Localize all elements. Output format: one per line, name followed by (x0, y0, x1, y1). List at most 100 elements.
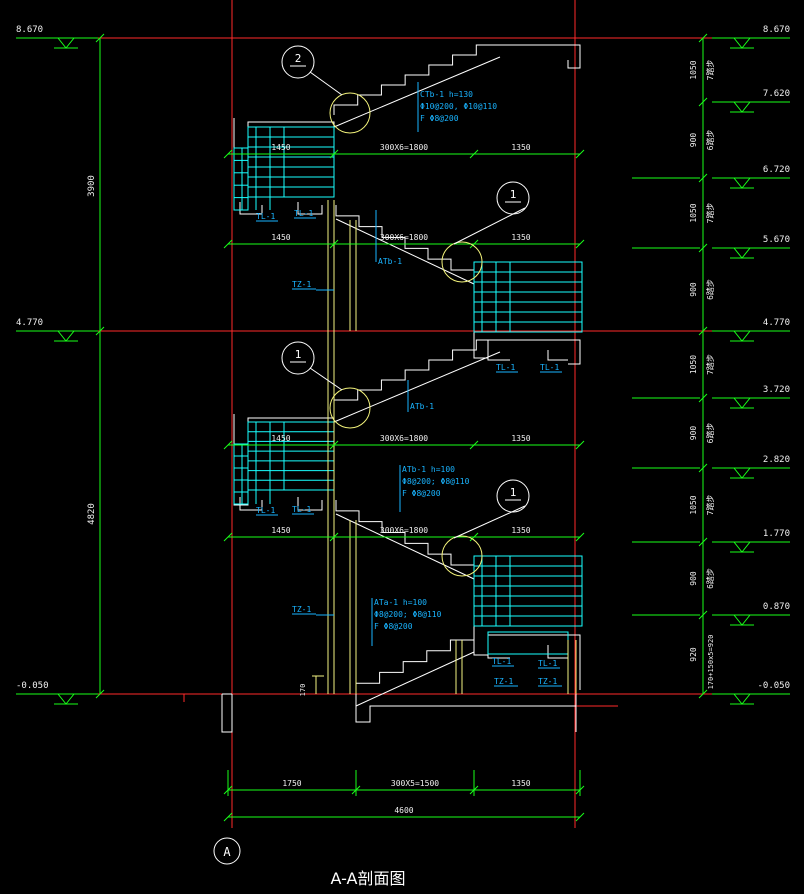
dim-row1-tick (575, 149, 585, 159)
dim-row1-b: 300X6=1800 (380, 143, 428, 152)
callout-1b-leader (309, 367, 343, 391)
step-count: 6踏步 (705, 130, 715, 151)
callout-1a-detail (441, 241, 483, 283)
elevation-left-text: 4.770 (16, 318, 43, 328)
elevation-right-text: 4.770 (763, 318, 790, 328)
note-atb1-upper: ATb-1 (378, 257, 402, 266)
dim-tick (698, 173, 708, 183)
elevation-left-triangle (56, 37, 76, 49)
callout-2-leader (309, 71, 343, 96)
step-count: 6踏步 (705, 423, 715, 444)
landing-right-upper (473, 300, 581, 365)
label-tz-1: TZ-1 (292, 280, 311, 289)
dim-row3-a: 1450 (271, 434, 290, 443)
dim-bottom-c: 1350 (511, 779, 530, 788)
label-tz-1: TZ-1 (292, 605, 311, 614)
beam-tl-1b (297, 202, 323, 215)
note-atb1-lower-line-1: Φ8@200; Φ8@110 (402, 477, 470, 486)
dim-tick (698, 537, 708, 547)
beam-tl-1e (487, 350, 510, 361)
dim-tick (698, 326, 708, 336)
dim-row3-c: 1350 (511, 434, 530, 443)
note-ata1-line-0: ATa-1 h=100 (374, 598, 427, 607)
dim-row1-a: 1450 (271, 143, 290, 152)
dim-row3-tick (469, 440, 479, 450)
elevation-left-triangle (56, 693, 76, 705)
dim-right-bottom: 170+150x5=920 (707, 635, 715, 690)
elevation-right-triangle (732, 177, 752, 189)
dim-right-seg: 1050 (689, 495, 698, 514)
step-count: 7踏步 (705, 495, 715, 516)
dim-row1-tick (223, 149, 233, 159)
note-ata1-line-1: Φ8@200; Φ8@110 (374, 610, 442, 619)
flight-lower-2 (333, 339, 500, 410)
step-count: 7踏步 (705, 203, 715, 224)
dim-tick (698, 97, 708, 107)
label-tz-1: TZ-1 (494, 677, 513, 686)
elevation-right-text: 6.720 (763, 165, 790, 175)
label-tl-1: TL-1 (256, 506, 275, 515)
dim-tick (575, 812, 585, 822)
elevation-right-text: 7.620 (763, 89, 790, 99)
callout-1c-ref-text: 1 (510, 486, 517, 499)
flight-lower-1-soffit (335, 513, 475, 580)
elevation-right-triangle (732, 101, 752, 113)
dim-tick (698, 689, 708, 699)
label-tl-1: TL-1 (294, 209, 313, 218)
callout-2-ref (281, 45, 315, 79)
dim-tick (698, 463, 708, 473)
flight-lower-2-soffit (333, 351, 501, 423)
tread-hatch-1b-box (233, 147, 249, 211)
callout-1a-leader (453, 207, 526, 245)
dim-170: 170 (299, 684, 307, 697)
dim-row4-tick (575, 532, 585, 542)
elevation-right-triangle (732, 330, 752, 342)
dim-right-seg: 1050 (689, 203, 698, 222)
step-count: 7踏步 (705, 354, 715, 375)
dim-row3-b: 300X6=1800 (380, 434, 428, 443)
dim-row1-tick (469, 149, 479, 159)
dim-row2-tick (469, 239, 479, 249)
dim-bottom-a: 1750 (282, 779, 301, 788)
elevation-right-triangle (732, 693, 752, 705)
label-tl-1: TL-1 (540, 363, 559, 372)
axis-bubble (213, 837, 241, 865)
dim-row4-c: 1350 (511, 526, 530, 535)
callout-2-detail (329, 92, 371, 134)
elevation-right-text: 0.870 (763, 602, 790, 612)
callout-1a-ref-text: 1 (510, 188, 517, 201)
callout-2-ref-text: 2 (295, 52, 302, 65)
elevation-right-triangle (732, 614, 752, 626)
dim-row2-c: 1350 (511, 233, 530, 242)
flight-upper-1-soffit (335, 218, 475, 285)
dim-row4-tick (469, 532, 479, 542)
callout-1b-ref (281, 341, 315, 375)
drawing-labels: 8.6704.770-0.0508.6707.6206.7205.6704.77… (16, 25, 790, 888)
dim-row3-tick (223, 440, 233, 450)
beam-tl-1d (297, 497, 323, 511)
label-tl-1: TL-1 (538, 659, 557, 668)
tread-hatch-4-box (473, 555, 583, 627)
elevation-right-text: 8.670 (763, 25, 790, 35)
dim-tick (95, 33, 105, 43)
foundation-left (221, 694, 233, 733)
dim-left-3900: 3900 (87, 175, 97, 197)
dim-right-seg: 900 (689, 426, 698, 441)
note-ctb1-line-0: CTb-1 h=130 (420, 90, 473, 99)
note-atb1-mid: ATb-1 (410, 402, 434, 411)
elevation-right-triangle (732, 37, 752, 49)
label-tl-1: TL-1 (496, 363, 515, 372)
dim-row4-a: 1450 (271, 526, 290, 535)
step-count: 6踏步 (705, 279, 715, 300)
stair-structure (221, 44, 583, 733)
elevation-left-triangle (56, 330, 76, 342)
elevation-right-text: 3.720 (763, 385, 790, 395)
elevation-right-text: 2.820 (763, 455, 790, 465)
dim-row2-tick (575, 239, 585, 249)
dim-row2-a: 1450 (271, 233, 290, 242)
dim-left-4820: 4820 (87, 503, 97, 525)
label-tl-1: TL-1 (292, 505, 311, 514)
dim-tick (698, 393, 708, 403)
beam-tl-1f (547, 350, 568, 361)
